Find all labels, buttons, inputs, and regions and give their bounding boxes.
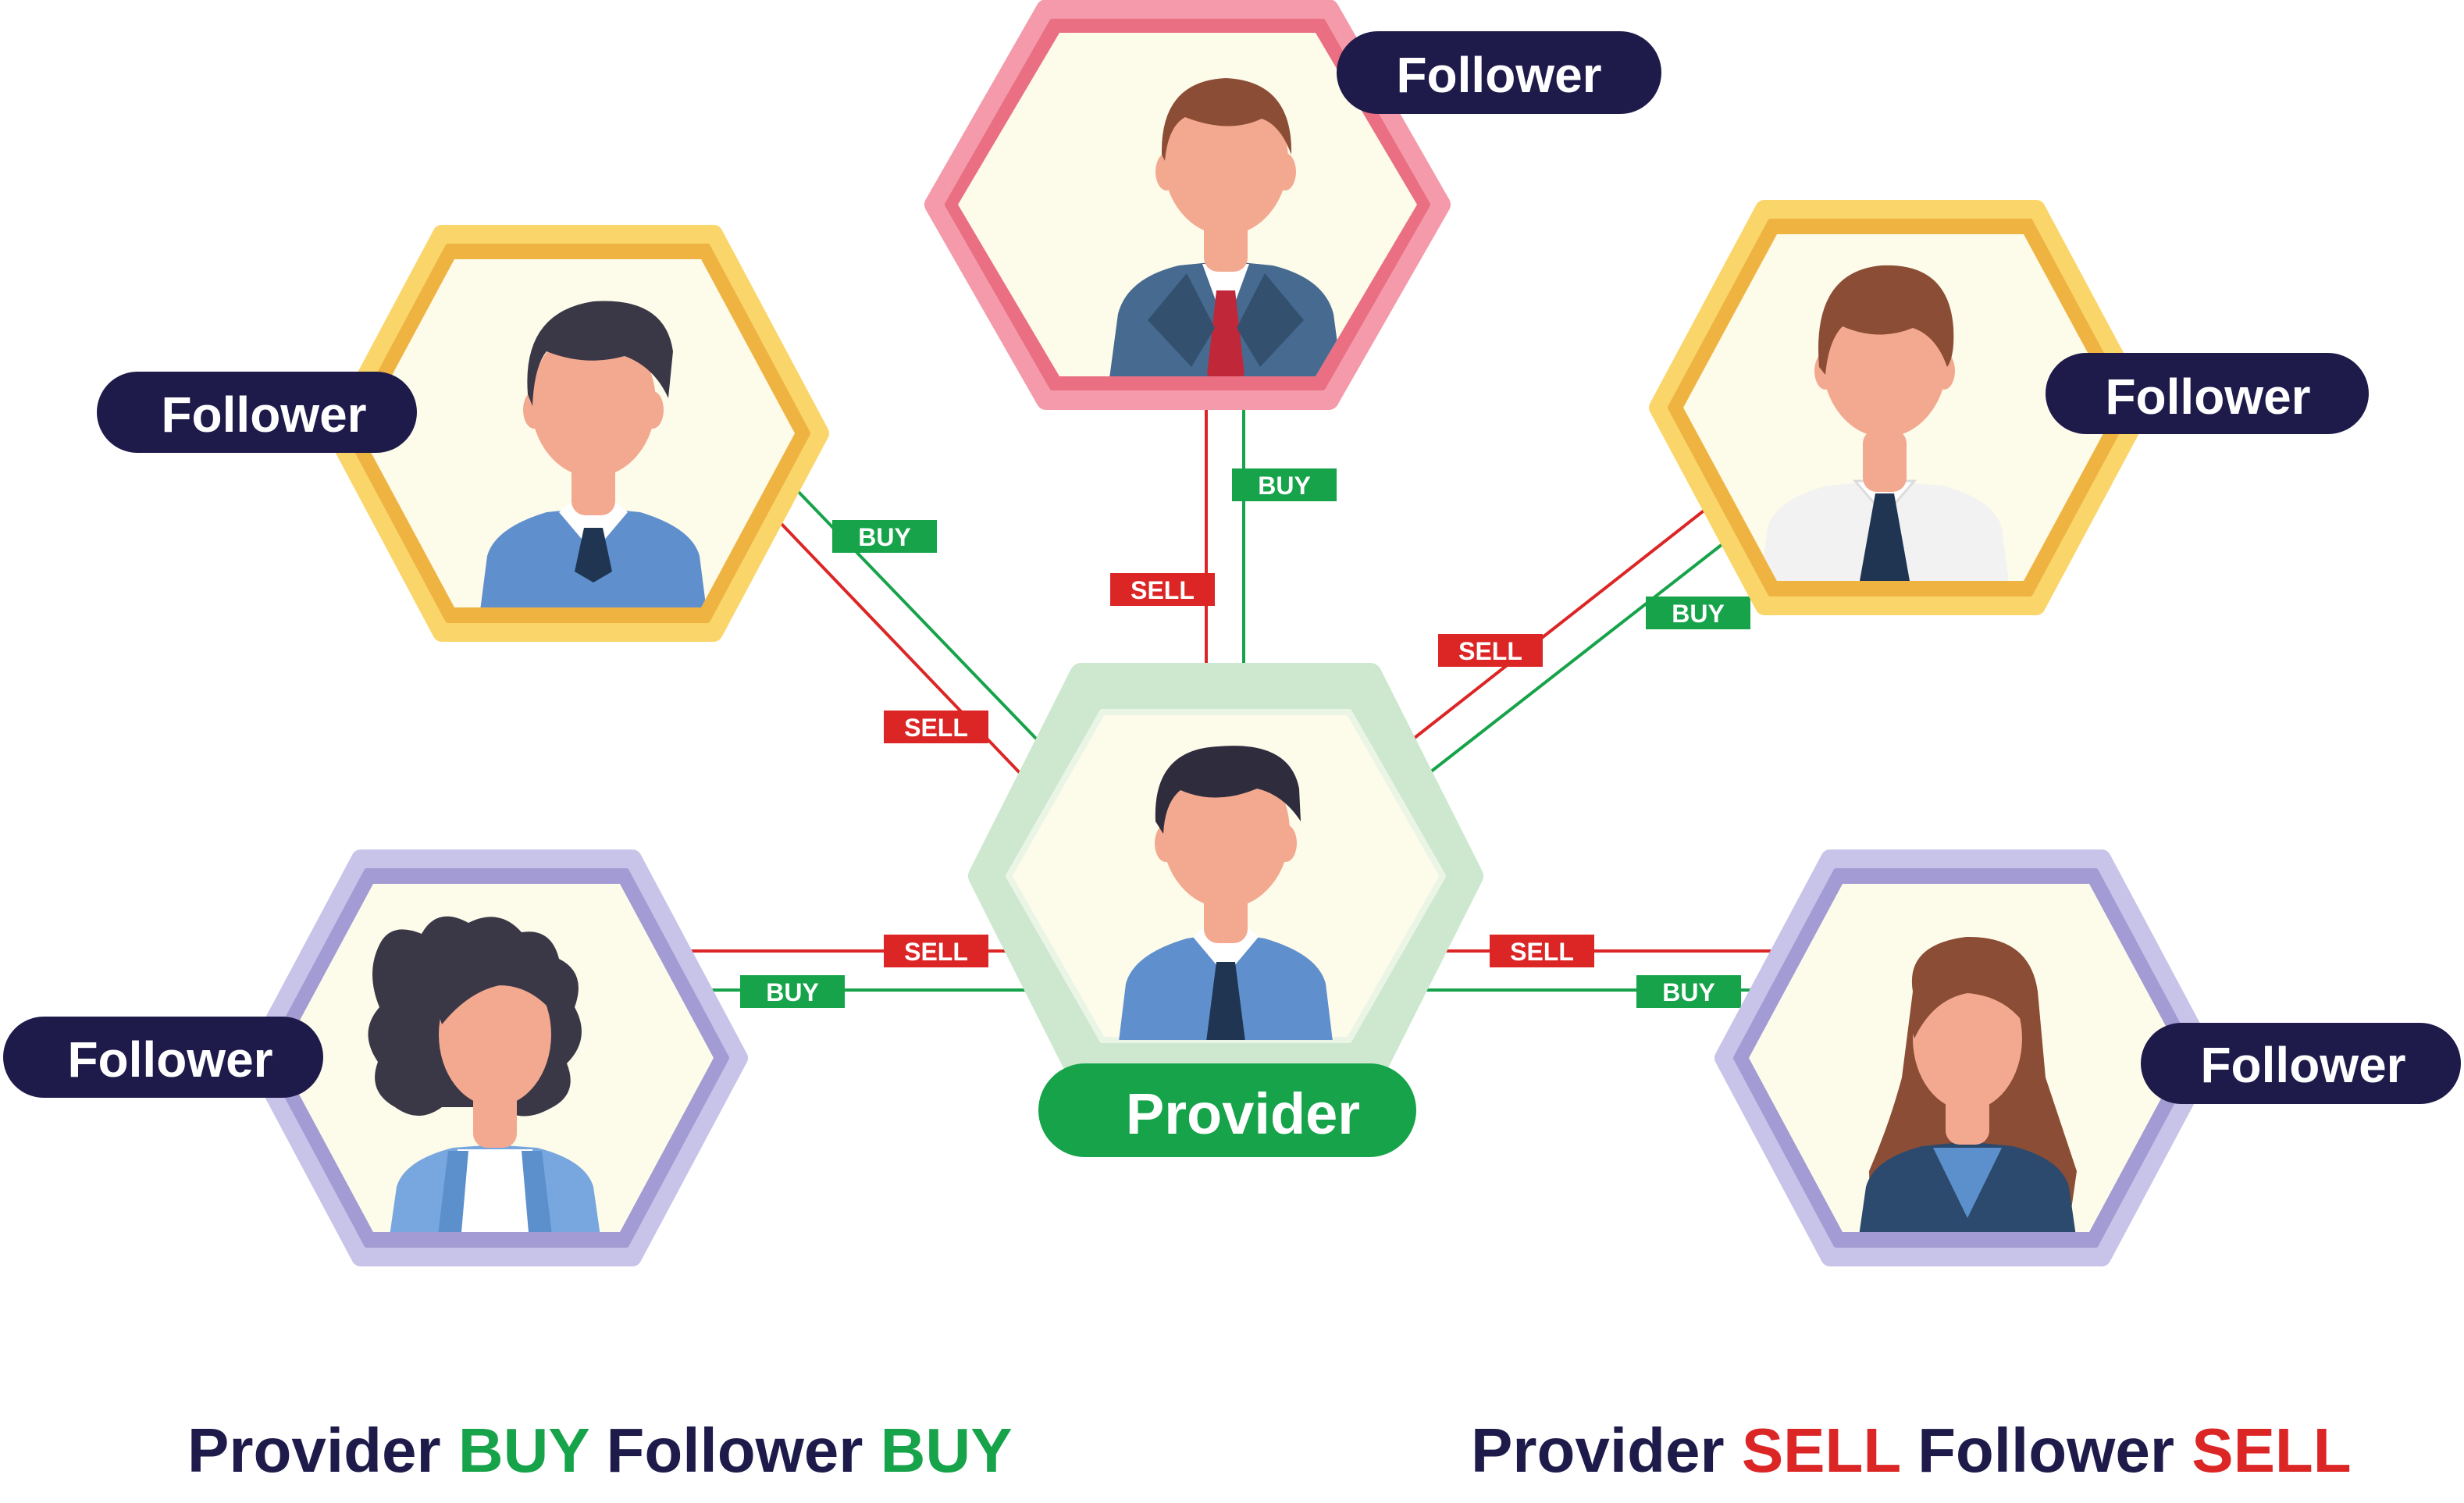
tag-lower-left-buy-text: BUY: [766, 978, 819, 1006]
follower-upper-left-label: Follower: [161, 386, 366, 443]
follower-upper-right-label-pill: Follower: [2046, 353, 2369, 434]
tag-top-sell-text: SELL: [1131, 576, 1195, 604]
connector-upper-right-sell: [1388, 504, 1711, 759]
caption-buy-provider: Provider: [187, 1416, 441, 1485]
follower-top-avatar: [1109, 78, 1343, 376]
tag-upper-right-sell-text: SELL: [1458, 637, 1522, 665]
provider-label: Provider: [1126, 1081, 1360, 1146]
follower-lower-left-avatar: [368, 916, 601, 1232]
follower-upper-left-label-pill: Follower: [97, 372, 417, 453]
follower-lower-right-avatar: [1858, 936, 2077, 1232]
provider-avatar: [1118, 746, 1333, 1040]
tag-top-buy: BUY: [1232, 468, 1337, 501]
tag-lower-right-sell: SELL: [1490, 935, 1594, 967]
caption-sell-provider-action: SELL: [1741, 1416, 1900, 1485]
follower-top-label-pill: Follower: [1337, 31, 1661, 114]
follower-lower-left-label: Follower: [67, 1031, 272, 1088]
follower-lower-right-label: Follower: [2200, 1037, 2405, 1093]
caption-sell-follower: Follower: [1917, 1416, 2174, 1485]
tag-upper-right-sell: SELL: [1438, 634, 1543, 667]
provider-node: [968, 663, 1483, 1089]
tag-upper-right-buy-text: BUY: [1672, 600, 1725, 628]
caption-sell-follower-action: SELL: [2192, 1416, 2352, 1485]
tag-upper-left-sell-text: SELL: [904, 714, 968, 742]
tag-lower-right-sell-text: SELL: [1510, 938, 1574, 966]
tag-lower-right-buy-text: BUY: [1662, 978, 1715, 1006]
tag-lower-left-sell-text: SELL: [904, 938, 968, 966]
follower-lower-left-label-pill: Follower: [3, 1017, 323, 1098]
caption-sell: Provider SELL Follower SELL: [1471, 1419, 2352, 1482]
follower-upper-right-label: Follower: [2105, 369, 2310, 425]
tag-upper-left-buy: BUY: [832, 520, 937, 553]
tag-upper-right-buy: BUY: [1646, 597, 1750, 629]
tag-lower-left-sell: SELL: [884, 935, 988, 967]
tag-lower-left-buy: BUY: [740, 975, 845, 1008]
follower-lower-right-label-pill: Follower: [2141, 1023, 2461, 1104]
follower-upper-left-avatar: [479, 301, 707, 607]
follower-node-lower-right: [1714, 849, 2217, 1266]
tag-top-buy-text: BUY: [1258, 472, 1311, 500]
trade-tags: BUY SELL BUY SELL SELL BUY SELL BUY: [740, 468, 1750, 1008]
caption-sell-provider: Provider: [1471, 1416, 1725, 1485]
caption-buy-provider-action: BUY: [458, 1416, 589, 1485]
follower-upper-right-avatar: [1760, 265, 2010, 581]
tag-upper-left-buy-text: BUY: [858, 523, 911, 551]
caption-buy: Provider BUY Follower BUY: [187, 1419, 1013, 1482]
connector-upper-left-sell: [779, 522, 1044, 798]
tag-top-sell: SELL: [1110, 573, 1215, 606]
caption-buy-follower-action: BUY: [880, 1416, 1013, 1485]
follower-node-top: [924, 0, 1451, 410]
follower-top-label: Follower: [1396, 47, 1601, 103]
caption-buy-follower: Follower: [606, 1416, 863, 1485]
follower-node-lower-left: [245, 849, 748, 1266]
follower-node-upper-right: [1649, 200, 2152, 615]
connector-upper-right-buy: [1408, 537, 1731, 790]
provider-label-pill: Provider: [1038, 1063, 1416, 1157]
tag-lower-right-buy: BUY: [1636, 975, 1741, 1008]
tag-upper-left-sell: SELL: [884, 711, 988, 743]
follower-node-upper-left: [326, 225, 829, 642]
